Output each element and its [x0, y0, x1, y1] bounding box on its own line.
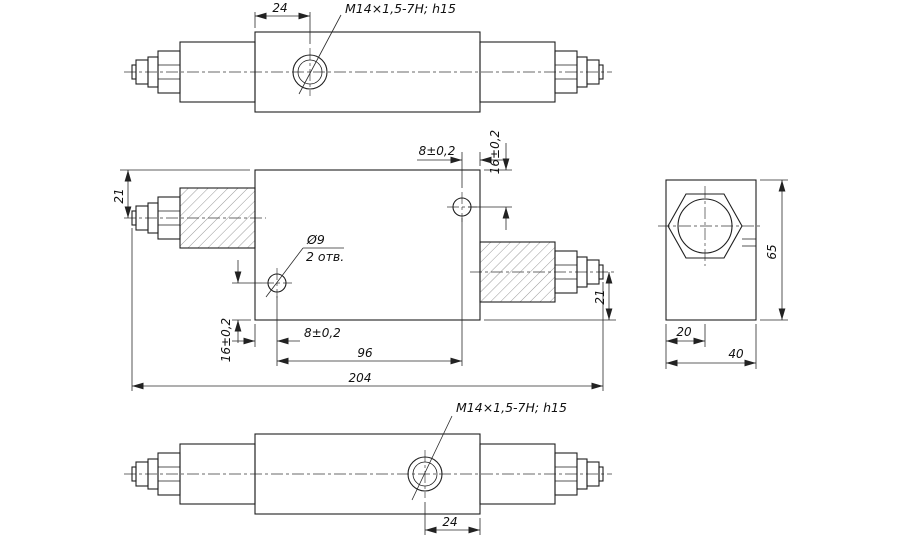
top-view: 24 M14×1,5-7H; h15: [124, 1, 612, 113]
bottom-view-centerlines: [124, 450, 612, 498]
side-view: 65 20 40: [658, 179, 788, 369]
top-view-centerlines: [124, 48, 612, 96]
front-dim-21-right: 21: [593, 289, 607, 304]
mount-hole-bottom-left: [267, 273, 287, 293]
bottom-dim-24: 24: [442, 515, 457, 529]
front-dim-96: 96: [357, 346, 373, 360]
front-view: 21 8±0,2 16±0,2 Ø9 2 отв. 8±0,2: [112, 130, 616, 391]
side-dim-40: 40: [728, 347, 744, 361]
top-view-body-outline: [131, 31, 604, 113]
top-port-circle-inner: [297, 59, 323, 85]
side-view-body-outline: [665, 179, 757, 321]
front-hole-dia-label: Ø9: [306, 232, 325, 247]
front-hole-qty-label: 2 отв.: [306, 249, 344, 264]
front-view-dimensions: 21 8±0,2 16±0,2 Ø9 2 отв. 8±0,2: [112, 130, 616, 391]
valve-body: [254, 169, 481, 321]
bottom-thread-leader: [411, 415, 453, 501]
front-dim-16-bottom: 16±0,2: [219, 318, 233, 362]
bottom-thread-callout: M14×1,5-7H; h15: [456, 400, 567, 415]
bottom-port-circle-inner: [412, 461, 438, 487]
top-thread-callout: M14×1,5-7H; h15: [345, 1, 456, 16]
hex-plug: [667, 193, 743, 259]
side-dim-20: 20: [676, 325, 692, 339]
bottom-view: M14×1,5-7H; h15 24: [124, 400, 612, 535]
top-port-circle-outer: [292, 54, 328, 90]
front-dim-21-left: 21: [112, 188, 126, 203]
front-view-body-outline: [131, 169, 604, 321]
side-port-circle: [677, 198, 733, 254]
bottom-view-dimensions: M14×1,5-7H; h15 24: [411, 400, 567, 535]
top-thread-leader: [298, 14, 342, 95]
front-dim-204: 204: [349, 371, 372, 385]
hole-callout-leader: [265, 247, 304, 298]
front-dim-16-top: 16±0,2: [488, 130, 502, 174]
front-dim-8-top: 8±0,2: [419, 144, 456, 158]
top-dim-24: 24: [272, 1, 287, 15]
bottom-view-body-outline: [131, 433, 604, 515]
side-view-dimensions: 65 20 40: [665, 179, 788, 369]
bottom-port-circle-outer: [407, 456, 443, 492]
front-dim-8-bottom: 8±0,2: [304, 326, 341, 340]
top-view-dimensions: 24 M14×1,5-7H; h15: [254, 1, 456, 95]
side-view-centerlines: [658, 186, 762, 266]
side-dim-65: 65: [765, 244, 779, 259]
